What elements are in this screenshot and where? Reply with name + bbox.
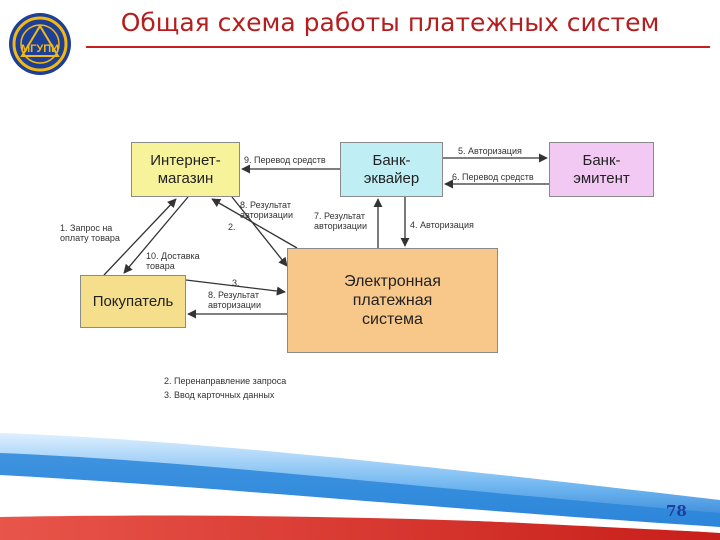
node-internet-shop: Интернет-магазин (131, 142, 240, 197)
title-underline (86, 46, 710, 48)
edge-1-payment-request (103, 198, 177, 276)
label-2-redirect: 2. (228, 222, 236, 232)
edge-2-redirect (231, 196, 288, 267)
node-issuer-bank: Банк-эмитент (549, 142, 654, 197)
label-6-transfer: 6. Перевод средств (452, 172, 534, 182)
slide-title: Общая схема работы платежных систем (120, 8, 660, 37)
node-acquirer-bank: Банк-эквайер (340, 142, 443, 197)
page-number: 78 (666, 502, 687, 520)
label-9-transfer: 9. Перевод средств (244, 155, 326, 165)
node-buyer: Покупатель (80, 275, 186, 328)
footer-wave-decoration (0, 433, 720, 540)
edge-8-shop-auth-result (211, 198, 298, 249)
edge-10-delivery (123, 196, 189, 274)
university-logo: МГУПИ (9, 13, 71, 75)
edge-3-card-data (185, 279, 286, 296)
legend-item-redirect: 2. Перенаправление запроса (164, 376, 287, 386)
label-4-authorization: 4. Авторизация (410, 220, 474, 230)
label-3-card-data: 3. (232, 278, 240, 288)
legend-item-card-data: 3. Ввод карточных данных (164, 390, 275, 400)
label-5-authorization: 5. Авторизация (458, 146, 522, 156)
logo-text: МГУПИ (21, 43, 59, 55)
